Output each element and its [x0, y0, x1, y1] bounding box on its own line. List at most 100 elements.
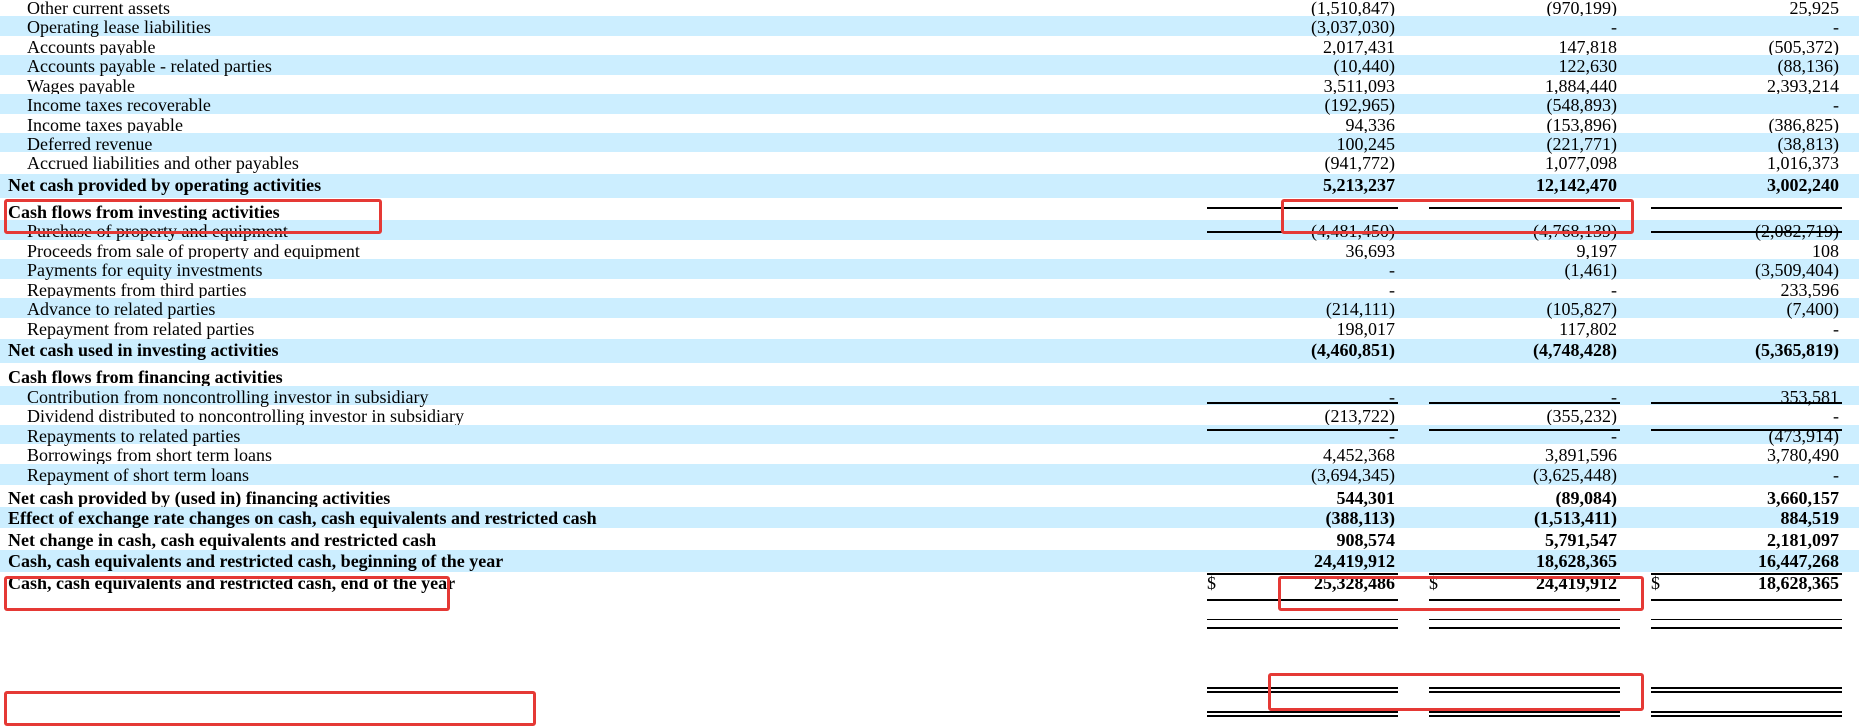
row-label: Cash, cash equivalents and restricted ca…: [8, 551, 504, 571]
total-double-rule: [1429, 691, 1620, 693]
row-label: Operating lease liabilities: [27, 17, 211, 37]
table-row: Cash flows from financing activities: [0, 366, 1859, 387]
row-value-col1: 908,574: [1336, 530, 1396, 550]
currency-symbol: $: [1207, 573, 1216, 593]
row-value-col3: -: [1833, 17, 1839, 37]
row-value-col2: (970,199): [1546, 0, 1618, 18]
row-value-col1: 94,336: [1345, 115, 1396, 135]
row-label: Wages payable: [27, 76, 135, 96]
row-value-col3: 25,925: [1789, 0, 1840, 18]
row-value-col3: (88,136): [1777, 56, 1840, 76]
row-value-col1: 24,419,912: [1314, 551, 1395, 571]
row-label: Repayments from third parties: [27, 280, 247, 300]
row-label: Accrued liabilities and other payables: [27, 153, 299, 173]
subtotal-rule: [1429, 429, 1620, 431]
row-value-col3: -: [1833, 406, 1839, 426]
row-label: Deferred revenue: [27, 134, 153, 154]
table-row: Net cash provided by (used in) financing…: [0, 487, 1859, 511]
table-row: Contribution from noncontrolling investo…: [0, 386, 1859, 407]
table-row: Operating lease liabilities(3,037,030)--: [0, 16, 1859, 37]
total-double-rule: [1207, 715, 1398, 717]
table-row: Effect of exchange rate changes on cash,…: [0, 507, 1859, 528]
row-value-col1: (3,037,030): [1311, 17, 1395, 37]
total-double-rule: [1429, 627, 1620, 629]
row-label: Advance to related parties: [27, 299, 216, 319]
row-value-col3: 884,519: [1780, 508, 1840, 528]
subtotal-rule: [1651, 207, 1842, 209]
row-label: Net change in cash, cash equivalents and…: [8, 530, 437, 550]
row-label: Payments for equity investments: [27, 260, 263, 280]
row-value-col1: (388,113): [1325, 508, 1396, 528]
row-value-col2: (355,232): [1546, 406, 1618, 426]
row-value-col1: 2,017,431: [1323, 37, 1395, 57]
subtotal-rule: [1651, 599, 1842, 601]
row-value-col2: 147,818: [1558, 37, 1618, 57]
subtotal-rule: [1207, 619, 1398, 620]
row-value-col3: 1,016,373: [1767, 153, 1839, 173]
row-value-col2: 12,142,470: [1536, 175, 1617, 195]
subtotal-rule: [1207, 231, 1398, 233]
row-value-col3: (505,372): [1768, 37, 1840, 57]
row-label: Repayment of short term loans: [27, 465, 249, 485]
row-label: Net cash provided by (used in) financing…: [8, 488, 391, 508]
table-row: Repayments to related parties--(473,914): [0, 425, 1859, 446]
row-value-col1: (192,965): [1324, 95, 1396, 115]
highlight-box: [4, 691, 536, 726]
table-row: Dividend distributed to noncontrolling i…: [0, 405, 1859, 426]
row-value-col1: (4,460,851): [1311, 340, 1395, 360]
row-value-col2: -: [1611, 426, 1617, 446]
row-value-col2: 1,884,440: [1545, 76, 1617, 96]
total-double-rule: [1429, 687, 1620, 689]
row-label: Purchase of property and equipment: [27, 221, 288, 241]
row-value-col1: 3,511,093: [1323, 76, 1395, 96]
row-label: Effect of exchange rate changes on cash,…: [8, 508, 597, 528]
table-row: Cash flows from investing activities: [0, 201, 1859, 222]
subtotal-rule: [1429, 207, 1620, 209]
row-value-col3: 3,780,490: [1767, 445, 1839, 465]
row-label: Repayments to related parties: [27, 426, 241, 446]
row-value-col1: (941,772): [1324, 153, 1396, 173]
row-value-col3: (5,365,819): [1755, 340, 1839, 360]
row-value-col2: (1,461): [1564, 260, 1618, 280]
row-label: Contribution from noncontrolling investo…: [27, 387, 429, 407]
subtotal-rule: [1651, 402, 1842, 404]
row-value-col1: (3,694,345): [1311, 465, 1395, 485]
subtotal-rule: [1207, 599, 1398, 601]
row-label: Cash flows from financing activities: [8, 367, 283, 387]
subtotal-rule: [1207, 573, 1398, 575]
row-value-col3: 3,660,157: [1767, 488, 1839, 508]
total-double-rule: [1207, 691, 1398, 693]
table-row: Other current assets(1,510,847)(970,199)…: [0, 0, 1859, 18]
row-value-col3: 18,628,365: [1758, 573, 1839, 593]
total-double-rule: [1207, 687, 1398, 689]
row-value-col3: 2,181,097: [1767, 530, 1839, 550]
row-value-col3: (473,914): [1768, 426, 1840, 446]
row-value-col1: 544,301: [1336, 488, 1396, 508]
row-value-col3: (386,825): [1768, 115, 1840, 135]
subtotal-rule: [1429, 573, 1620, 575]
row-value-col2: 117,802: [1559, 319, 1617, 339]
row-label: Income taxes recoverable: [27, 95, 211, 115]
row-value-col3: (7,400): [1786, 299, 1840, 319]
row-value-col2: 3,891,596: [1545, 445, 1617, 465]
row-value-col3: 16,447,268: [1758, 551, 1839, 571]
table-row: Repayments from third parties--233,596: [0, 279, 1859, 300]
subtotal-rule: [1429, 619, 1620, 620]
row-value-col2: (1,513,411): [1534, 508, 1617, 528]
row-value-col2: (105,827): [1546, 299, 1618, 319]
row-value-col3: 3,002,240: [1767, 175, 1839, 195]
currency-symbol: $: [1651, 573, 1660, 593]
total-double-rule: [1429, 715, 1620, 717]
table-row: Repayment of short term loans (3,694,345)…: [0, 464, 1859, 485]
row-value-col2: 9,197: [1576, 241, 1618, 261]
row-value-col3: (3,509,404): [1755, 260, 1839, 280]
row-label: Income taxes payable: [27, 115, 183, 135]
table-row: Net cash used in investing activities(4,…: [0, 339, 1859, 363]
row-value-col1: -: [1389, 260, 1395, 280]
row-value-col2: 18,628,365: [1536, 551, 1617, 571]
total-double-rule: [1207, 711, 1398, 713]
